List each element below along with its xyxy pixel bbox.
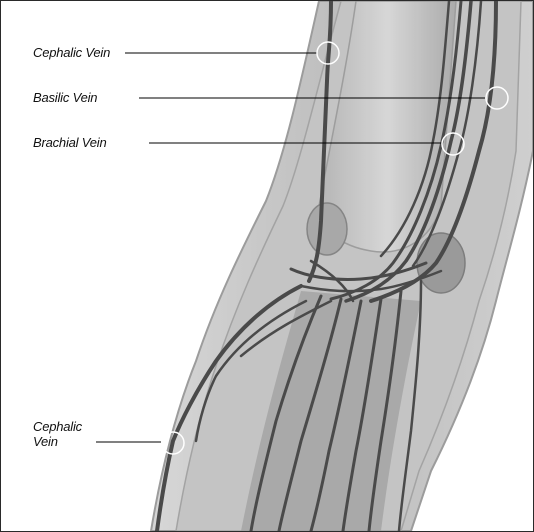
label-cephalic-lower-line1: Cephalic [33, 420, 82, 434]
label-brachial-vein: Brachial Vein [33, 136, 107, 150]
label-cephalic-lower-line2: Vein [33, 435, 58, 449]
lateral-condyle [307, 203, 347, 255]
label-cephalic-vein-upper: Cephalic Vein [33, 46, 110, 60]
label-basilic-vein: Basilic Vein [33, 91, 97, 105]
